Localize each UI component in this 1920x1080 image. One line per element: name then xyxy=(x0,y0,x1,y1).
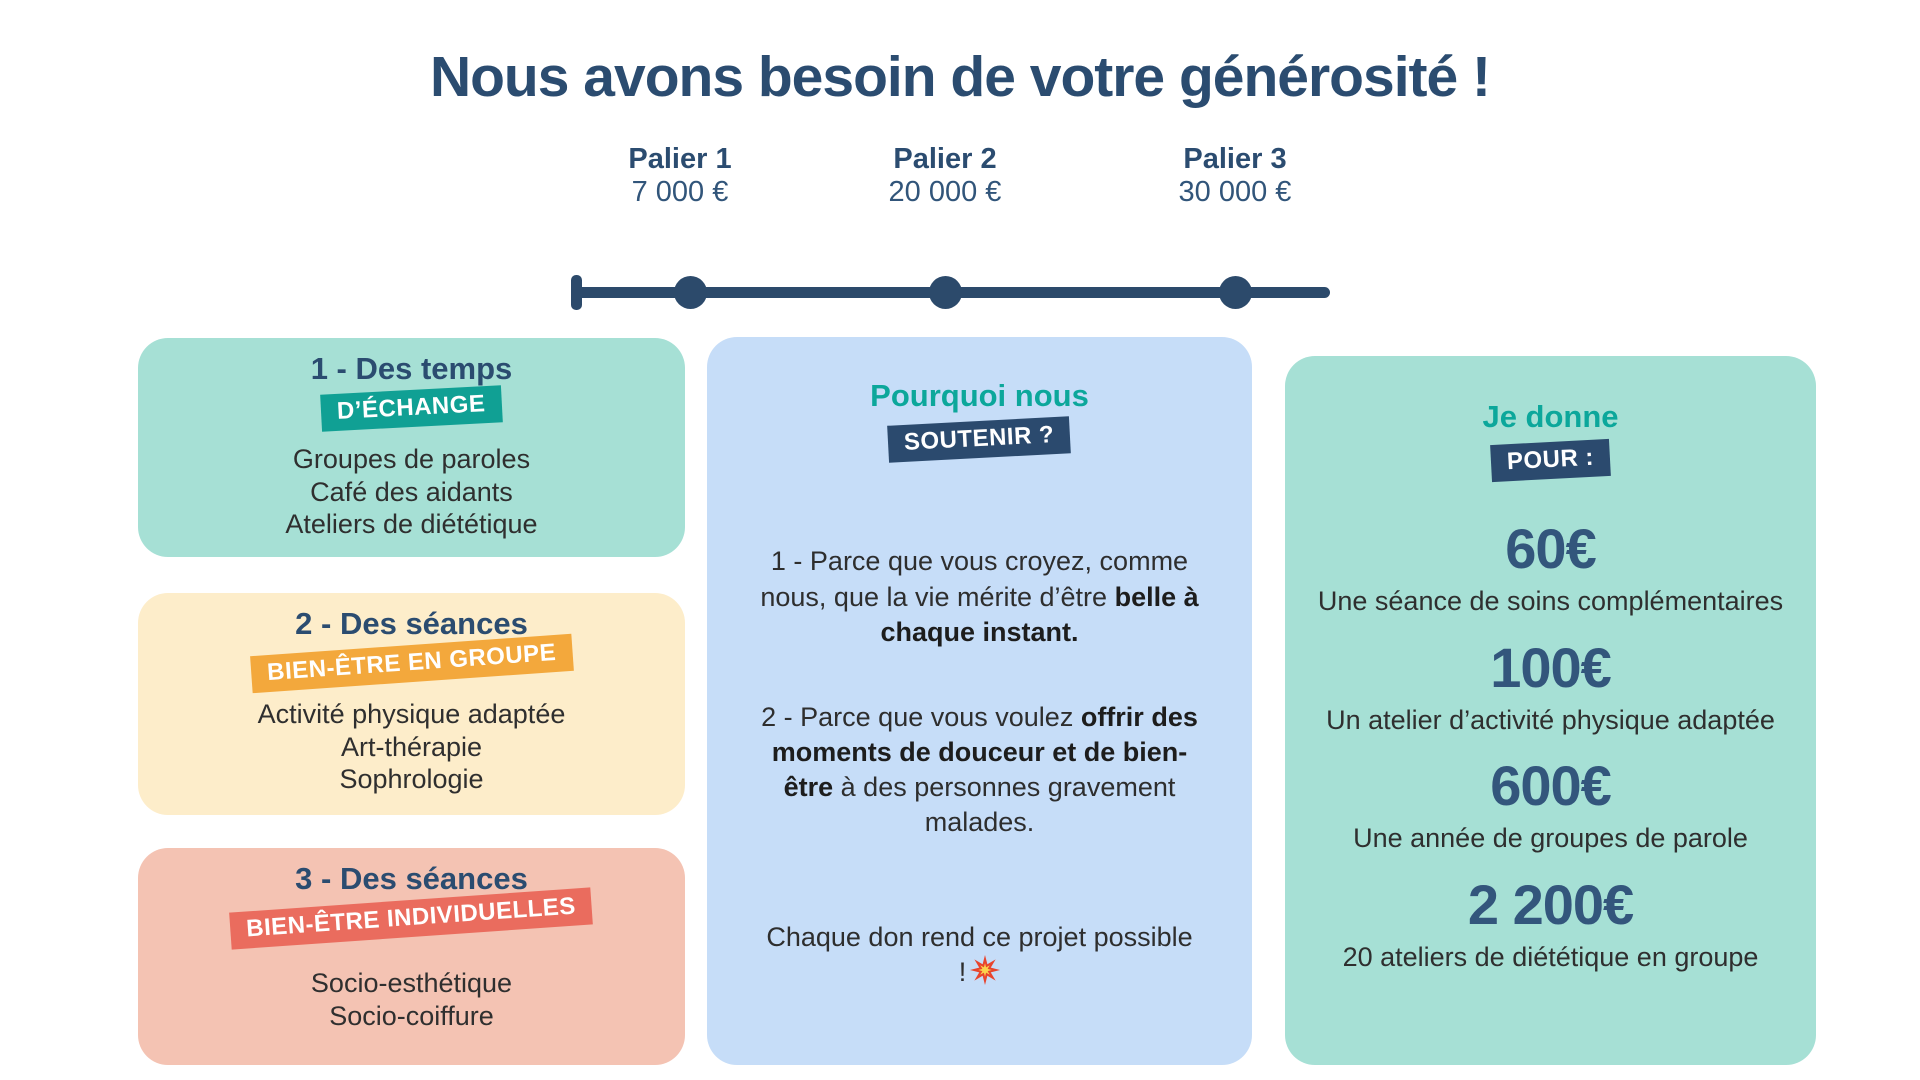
tier-amount: 600€ xyxy=(1490,754,1612,818)
collision-burst-icon xyxy=(970,955,1001,986)
offer-card-bien-etre-groupe: 2 - Des séances BIEN-ÊTRE EN GROUPE Acti… xyxy=(138,593,685,815)
donation-tier: 600€ Une année de groupes de parole xyxy=(1285,758,1816,854)
card-items: Activité physique adaptée Art-thérapie S… xyxy=(257,699,566,795)
paragraph-text: 2 - Parce que vous voulez xyxy=(761,701,1081,732)
card-title: 3 - Des séances xyxy=(295,861,528,896)
milestone-palier-2: Palier 2 20 000 € xyxy=(815,143,1075,210)
donation-card: Je donne POUR : 60€ Une séance de soins … xyxy=(1285,356,1816,1065)
card-badge: BIEN-ÊTRE EN GROUPE xyxy=(249,633,574,694)
card-badge: BIEN-ÊTRE INDIVIDUELLES xyxy=(229,887,594,951)
tier-amount: 2 200€ xyxy=(1467,872,1634,936)
tier-description: Une année de groupes de parole xyxy=(1353,823,1748,854)
donation-tier: 60€ Une séance de soins complémentaires xyxy=(1285,521,1816,617)
tier-amount: 60€ xyxy=(1505,517,1596,581)
paragraph-bold-text: belle à chaque instant. xyxy=(880,581,1199,647)
paragraph-text: Chaque don rend ce projet possible ! xyxy=(766,922,1193,988)
paragraph-bold-text: offrir des moments de douceur et de bien… xyxy=(771,701,1198,802)
timeline-dot-1 xyxy=(674,276,707,309)
why-paragraph-1: 1 - Parce que vous croyez, comme nous, q… xyxy=(760,544,1200,649)
tier-description: 20 ateliers de diététique en groupe xyxy=(1342,941,1759,972)
milestone-amount: 30 000 € xyxy=(1178,176,1292,209)
card-items: Groupes de paroles Café des aidants Atel… xyxy=(285,444,538,540)
card-items: Socio-esthétique Socio-coiffure xyxy=(310,968,513,1031)
donate-badge: POUR : xyxy=(1490,439,1611,483)
offer-card-temps-echange: 1 - Des temps D’ÉCHANGE Groupes de parol… xyxy=(138,338,685,557)
card-title: 2 - Des séances xyxy=(295,606,528,641)
donation-tier: 2 200€ 20 ateliers de diététique en grou… xyxy=(1285,872,1816,973)
timeline-dot-2 xyxy=(929,276,962,309)
milestone-label: Palier 3 xyxy=(1183,143,1287,175)
timeline-start-tick xyxy=(571,275,582,310)
milestone-label: Palier 1 xyxy=(628,143,732,175)
why-heading: Pourquoi nous xyxy=(870,378,1089,413)
card-title: 1 - Des temps xyxy=(310,351,513,386)
paragraph-text: 1 - Parce que vous croyez, comme nous, q… xyxy=(760,546,1189,612)
timeline-dot-3 xyxy=(1219,276,1252,309)
card-badge: D’ÉCHANGE xyxy=(320,385,503,433)
tier-amount: 100€ xyxy=(1490,635,1612,699)
offer-card-bien-etre-individuelles: 3 - Des séances BIEN-ÊTRE INDIVIDUELLES … xyxy=(138,848,685,1065)
why-paragraph-3: Chaque don rend ce projet possible ! xyxy=(760,920,1200,990)
paragraph-text: à des personnes gravement malades. xyxy=(833,771,1176,838)
donation-tier: 100€ Un atelier d’activité physique adap… xyxy=(1285,635,1816,736)
milestone-amount: 20 000 € xyxy=(888,176,1002,209)
donate-heading: Je donne xyxy=(1482,399,1619,434)
milestone-palier-3: Palier 3 30 000 € xyxy=(1105,143,1365,210)
tier-description: Une séance de soins complémentaires xyxy=(1317,586,1784,617)
tier-description: Un atelier d’activité physique adaptée xyxy=(1326,704,1775,735)
milestone-palier-1: Palier 1 7 000 € xyxy=(550,143,810,210)
why-badge: SOUTENIR ? xyxy=(887,416,1072,464)
why-support-card: Pourquoi nous SOUTENIR ? 1 - Parce que v… xyxy=(707,337,1252,1065)
page-title: Nous avons besoin de votre générosité ! xyxy=(429,45,1491,109)
why-paragraph-2: 2 - Parce que vous voulez offrir des mom… xyxy=(760,700,1200,840)
milestone-label: Palier 2 xyxy=(893,143,997,175)
milestone-amount: 7 000 € xyxy=(631,176,729,209)
